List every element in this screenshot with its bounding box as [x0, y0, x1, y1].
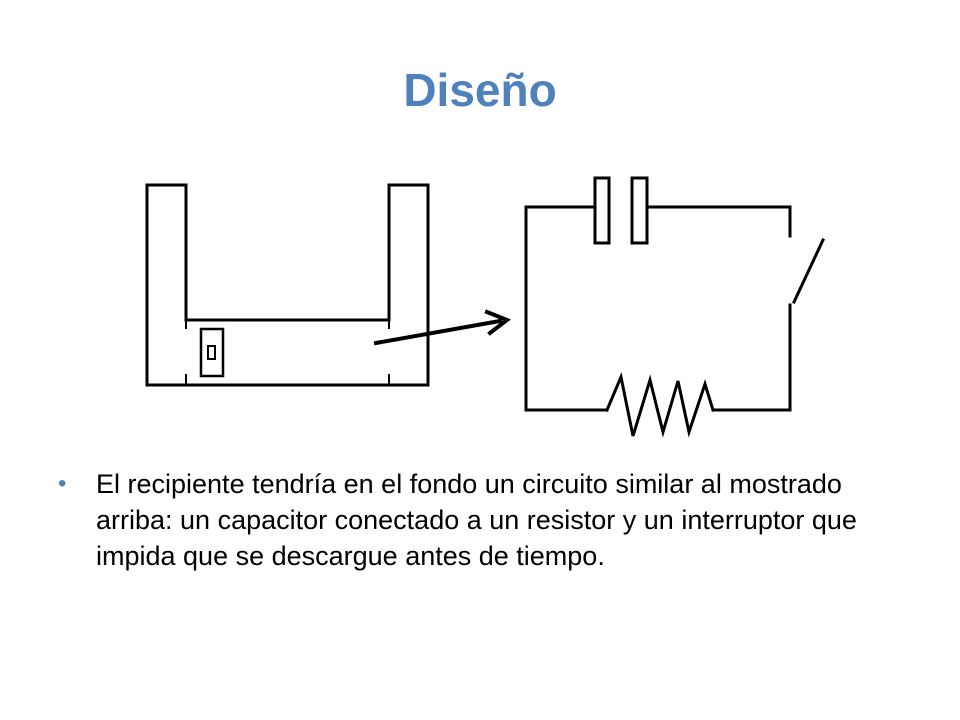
- switch-symbol: [792, 238, 825, 304]
- arrow-icon: [373, 309, 512, 346]
- bullet-list: • El recipiente tendría en el fondo un c…: [58, 466, 878, 574]
- container-outline: [145, 183, 430, 387]
- circuit-wires: [524, 205, 792, 412]
- bullet-text: El recipiente tendría en el fondo un cir…: [96, 469, 857, 571]
- circuit-chip: [199, 327, 225, 378]
- bullet-item: • El recipiente tendría en el fondo un c…: [58, 466, 878, 574]
- slide-title: Diseño: [403, 64, 557, 116]
- resistor-symbol: [605, 371, 715, 438]
- bullet-dot-icon: •: [58, 470, 67, 497]
- capacitor-symbol: [593, 176, 649, 245]
